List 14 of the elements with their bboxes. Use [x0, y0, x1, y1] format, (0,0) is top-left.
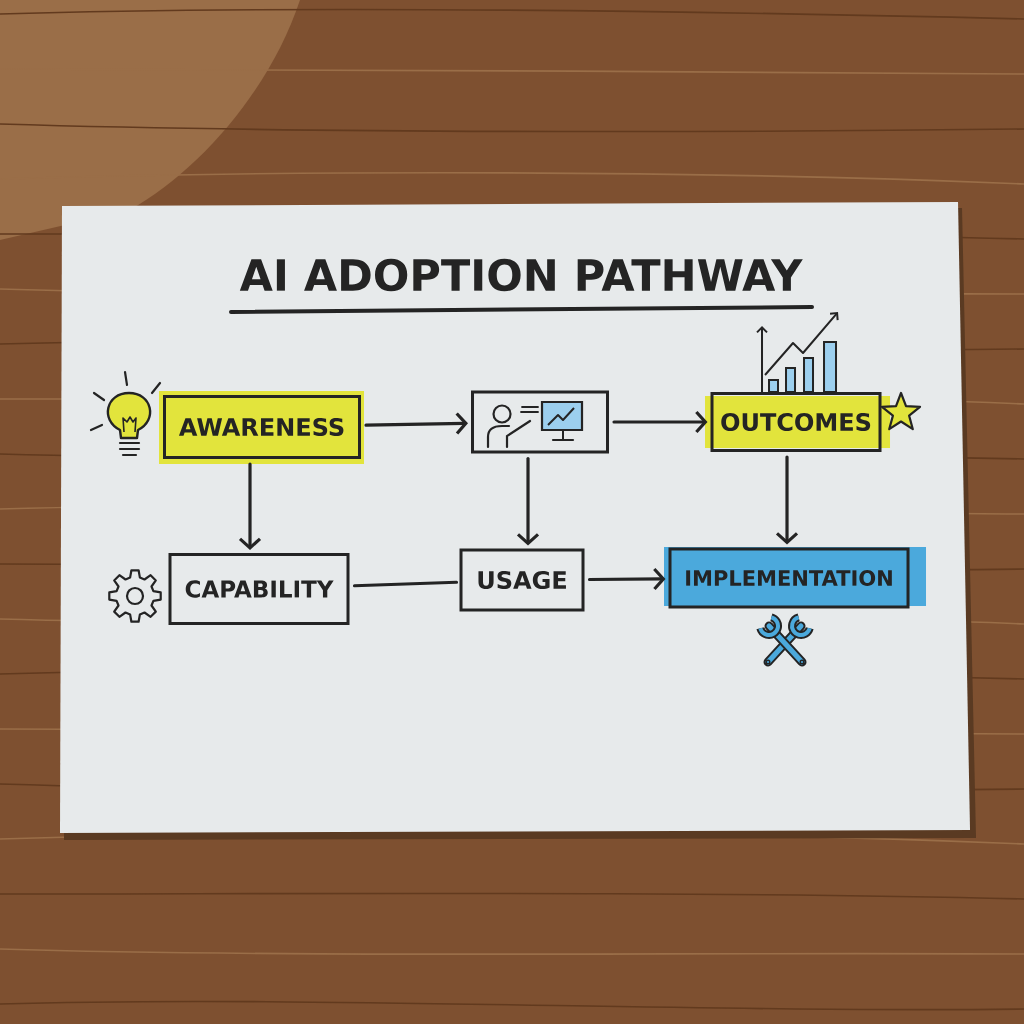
connector-line [352, 580, 459, 588]
process-box: CAPABILITY [168, 553, 350, 625]
process-box: USAGE [459, 548, 585, 612]
title: AI ADOPTION PATHWAY [239, 258, 803, 292]
arrow [775, 455, 799, 545]
arrow [612, 410, 708, 434]
arrow [516, 456, 540, 546]
highlighted-box: AWARENESS [159, 391, 364, 464]
picture-box [471, 390, 609, 454]
highlighted-box: IMPLEMENTATION [664, 547, 926, 609]
highlighted-box: OUTCOMES [705, 392, 890, 452]
arrow [364, 412, 468, 435]
arrow [238, 462, 262, 550]
arrow [587, 567, 666, 591]
